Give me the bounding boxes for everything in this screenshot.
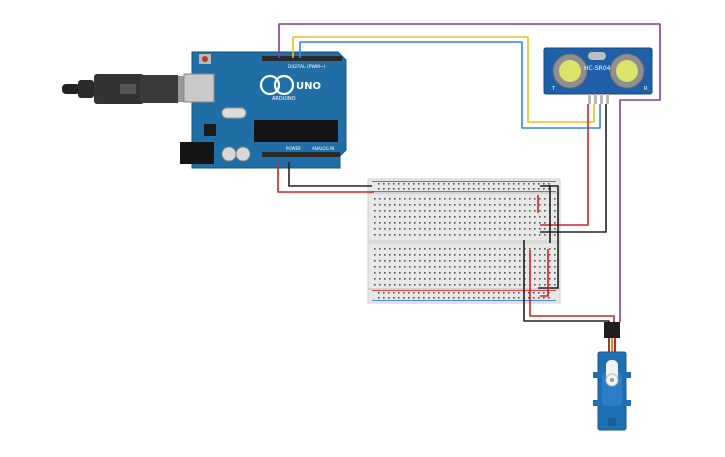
yellow-wire[interactable] (292, 36, 595, 123)
red-wire-servo-vcc[interactable] (529, 250, 615, 322)
analog-in-label: ANALOG IN (312, 146, 334, 151)
purple-wire[interactable] (278, 23, 661, 322)
digital-header (262, 56, 342, 61)
power-analog-header (262, 152, 340, 157)
red-wire-sensor-vcc[interactable] (540, 104, 589, 226)
digital-pins-label: DIGITAL (PWM~) (288, 64, 326, 70)
arduino-logo-text: ARDUINO (272, 96, 296, 102)
red-wire-rail-bottom[interactable] (540, 249, 549, 297)
sensor-right-mark: R (644, 86, 648, 92)
board-model-label: UNO (296, 81, 321, 92)
black-wire-ground[interactable] (288, 162, 372, 187)
servo-connector (604, 322, 620, 338)
usb-port (183, 73, 215, 103)
blue-wire[interactable] (299, 41, 601, 129)
power-label: POWER (286, 146, 301, 151)
power-jack (180, 142, 214, 164)
wires (277, 23, 661, 322)
sensor-model-label: HC-SR04 (584, 65, 611, 72)
breadboard[interactable] (367, 178, 561, 304)
usb-cable[interactable] (62, 74, 192, 104)
arduino-uno-board[interactable]: ARDUINO UNO DIGITAL (PWM~) POWER ANALOG … (180, 51, 347, 169)
red-wire-power[interactable] (277, 162, 374, 193)
sensor-left-mark: T (551, 86, 556, 92)
black-wire-servo-gnd[interactable] (523, 240, 610, 322)
reset-button[interactable] (202, 56, 208, 62)
black-wire-sensor-gnd[interactable] (540, 104, 607, 233)
atmega-chip (254, 120, 338, 142)
servo-motor[interactable] (593, 322, 631, 431)
hc-sr04-sensor[interactable]: HC-SR04 T R (543, 47, 653, 104)
